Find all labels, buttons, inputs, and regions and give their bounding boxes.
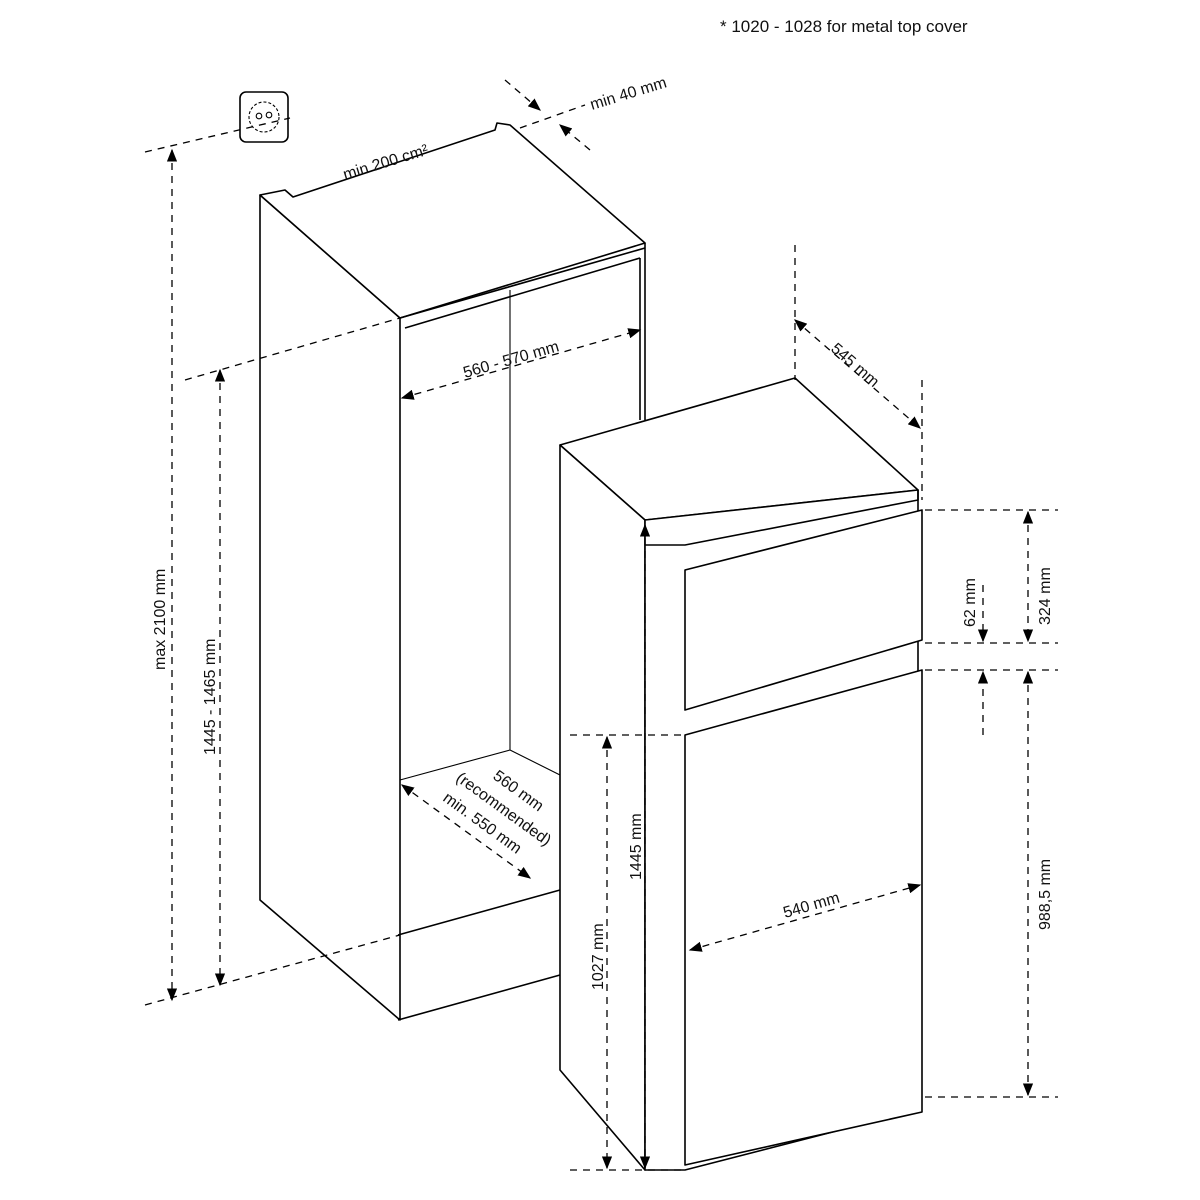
max-height-label: max 2100 mm <box>152 569 169 670</box>
freezer-door <box>684 509 923 711</box>
fridge-door-height-label: 988,5 mm <box>1037 859 1054 930</box>
appliance <box>559 377 923 1171</box>
metal-top-cover-note: * 1020 - 1028 for metal top cover <box>720 17 968 36</box>
appliance-depth-label: 545 mm <box>827 340 882 391</box>
top-gap-label: min 40 mm <box>588 74 669 113</box>
niche-width-label: 560 - 570 mm <box>461 338 561 382</box>
niche-height-label: 1445 - 1465 mm <box>202 638 219 755</box>
lower-height-label: 1027 mm <box>590 923 607 990</box>
power-socket-icon <box>239 91 289 143</box>
dimension-lines <box>144 79 1058 1171</box>
cabinet-niche <box>259 122 646 1021</box>
freezer-door-height-label: 324 mm <box>1037 567 1054 625</box>
appliance-height-label: 1445 mm <box>628 813 645 880</box>
door-gap-label: 62 mm <box>962 578 979 627</box>
